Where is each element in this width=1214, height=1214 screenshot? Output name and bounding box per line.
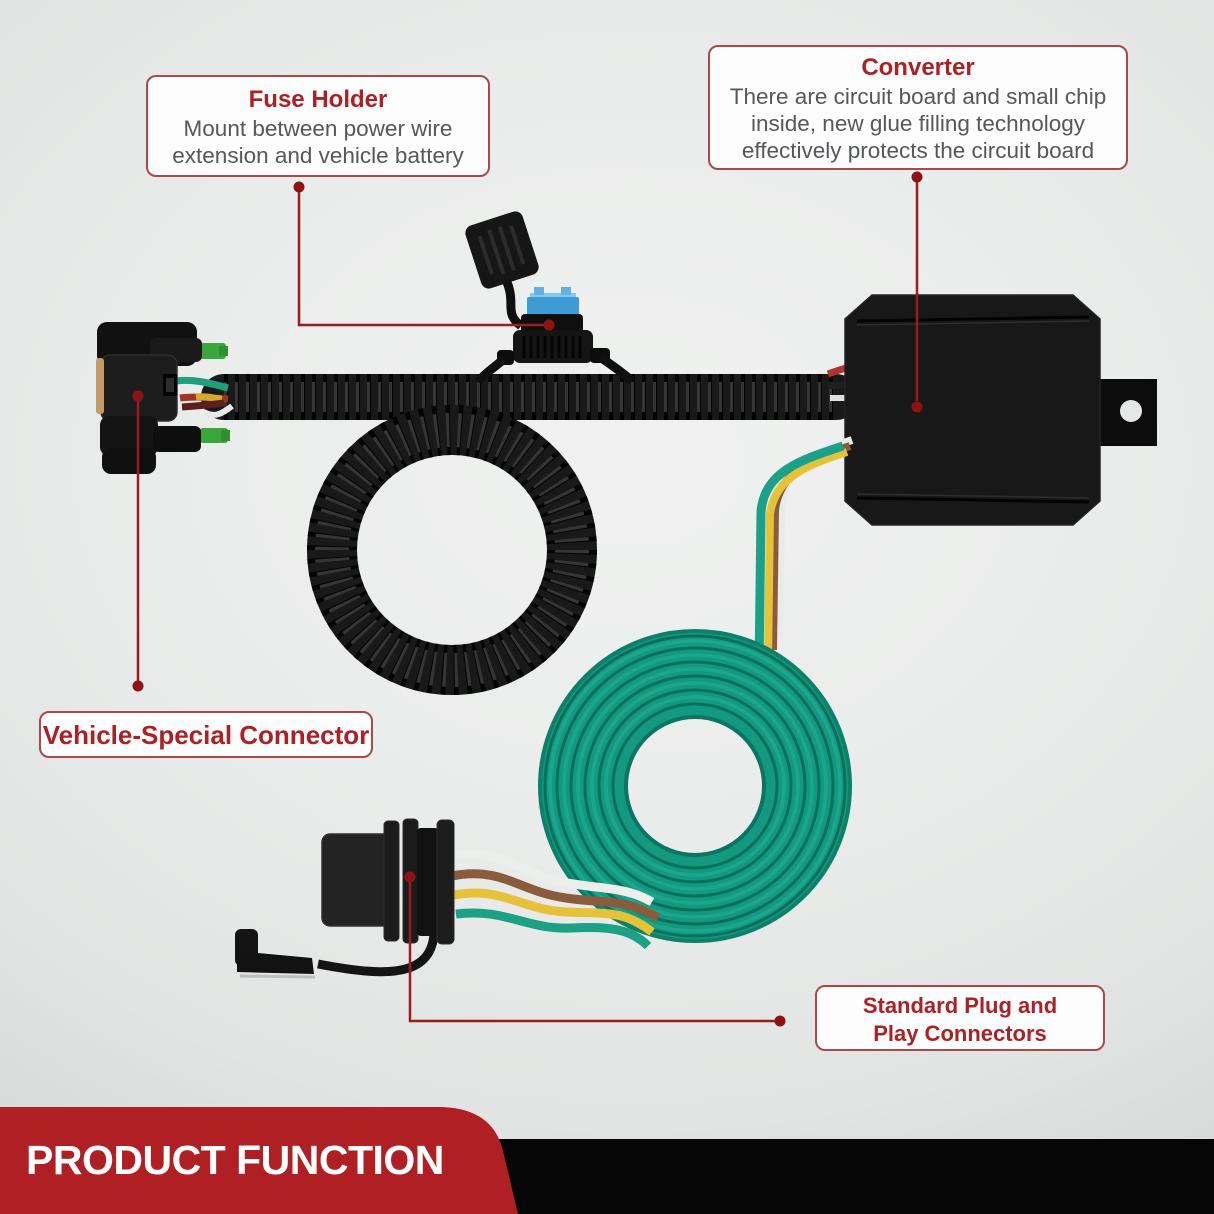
- product-function-banner: [0, 1107, 518, 1214]
- leader-dot: [911, 171, 923, 183]
- leader-dot: [911, 401, 923, 413]
- fuse-cap: [465, 211, 539, 289]
- leader-dot: [293, 181, 305, 193]
- standard-plug-title: Standard Plug and Play Connectors: [862, 993, 1058, 1046]
- fuse-holder-illustration: [465, 211, 636, 385]
- green-wire-coil: [538, 629, 852, 943]
- four-flat-wire-ribbon: [449, 849, 661, 950]
- leader-dot: [132, 390, 144, 402]
- plug-leader-line: [408, 882, 776, 1023]
- connector-latch: [96, 358, 104, 414]
- callout-converter: Converter There are circuit board and sm…: [708, 45, 1128, 170]
- corrugated-loom-loop: [307, 405, 597, 695]
- wire-bundle-to-coil: [754, 436, 854, 673]
- leader-dot: [404, 871, 416, 883]
- callout-standard-plug: Standard Plug and Play Connectors: [815, 985, 1105, 1051]
- converter-illustration: [826, 294, 1157, 526]
- fuse-leader-line: [297, 192, 545, 327]
- callout-fuse-holder: Fuse Holder Mount between power wire ext…: [146, 75, 490, 177]
- converter-body: [844, 294, 1101, 526]
- leader-lines: [132, 171, 923, 1027]
- callout-vehicle-connector: Vehicle-Special Connector: [39, 711, 373, 758]
- fuse-holder-description: Mount between power wire extension and v…: [172, 116, 464, 168]
- leader-dot: [774, 1015, 786, 1027]
- converter-title: Converter: [861, 54, 975, 81]
- cap-tether: [501, 278, 524, 330]
- blue-fuse: [527, 297, 579, 317]
- four-pin-connector-illustration: [235, 818, 455, 979]
- banner-title: PRODUCT FUNCTION: [26, 1137, 444, 1183]
- mounting-hole: [1120, 400, 1142, 422]
- converter-description: There are circuit board and small chip i…: [729, 84, 1107, 163]
- fuse-holder-title: Fuse Holder: [248, 86, 388, 113]
- vehicle-connector-title: Vehicle-Special Connector: [42, 719, 370, 750]
- leader-dot: [132, 680, 144, 692]
- leader-dot: [543, 319, 555, 331]
- green-lock-tab-top: [196, 343, 226, 359]
- vehicle-connector-illustration: [96, 322, 234, 474]
